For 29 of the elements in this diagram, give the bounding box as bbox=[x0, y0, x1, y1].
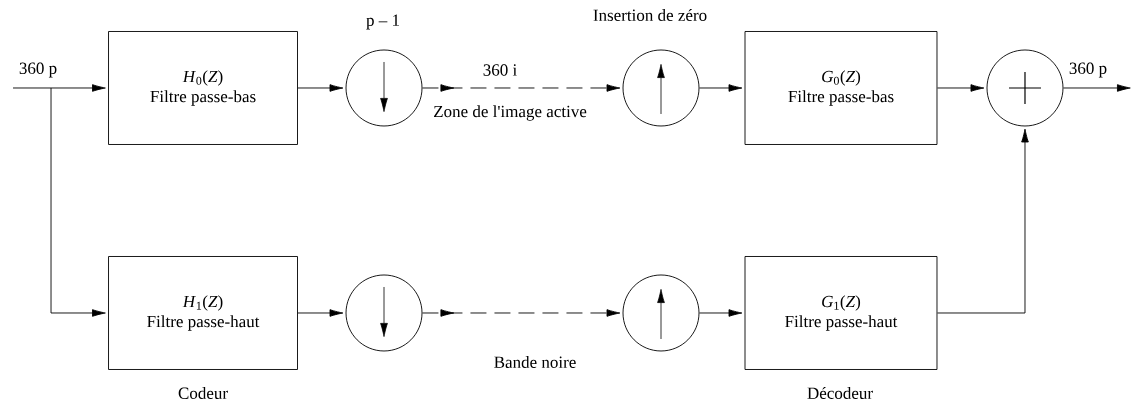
downsampler-circle bbox=[345, 274, 423, 352]
edge-label: 360 p bbox=[1067, 61, 1109, 79]
annotation-text: Zone de l'image active bbox=[434, 105, 587, 121]
arrow bbox=[422, 309, 621, 317]
filter-box: H$_{1}$(Z) Filtre passe-haut bbox=[108, 256, 298, 370]
filter-box: G$_{0}$(Z) Filtre passe-bas bbox=[744, 31, 938, 145]
annotation-text: Bande noire bbox=[494, 356, 576, 368]
arrow bbox=[699, 309, 743, 317]
arrow bbox=[422, 84, 621, 92]
arrow bbox=[297, 84, 344, 92]
annotation-text: Décodeur bbox=[807, 387, 873, 399]
annotation-text: Insertion de zéro bbox=[593, 9, 707, 21]
arrow bbox=[50, 87, 106, 317]
annotation-text: Codeur bbox=[178, 387, 228, 399]
arrow bbox=[699, 84, 743, 92]
upsampler-circle bbox=[622, 49, 700, 127]
filter-box: G$_{1}$(Z) Filtre passe-haut bbox=[744, 256, 938, 370]
arrow bbox=[297, 309, 344, 317]
arrow bbox=[1063, 84, 1131, 92]
arrow bbox=[937, 128, 1029, 314]
arrow bbox=[12, 84, 106, 92]
upsampler-circle bbox=[622, 274, 700, 352]
filter-box: H$_{0}$(Z) Filtre passe-bas bbox=[108, 31, 298, 145]
downsampler-circle bbox=[345, 49, 423, 127]
arrow bbox=[937, 84, 985, 92]
edge-label: 360 p bbox=[17, 61, 59, 79]
annotation-text: p – 1 bbox=[366, 14, 399, 30]
summer-circle bbox=[986, 49, 1064, 127]
edge-label: 360 i bbox=[481, 63, 519, 77]
